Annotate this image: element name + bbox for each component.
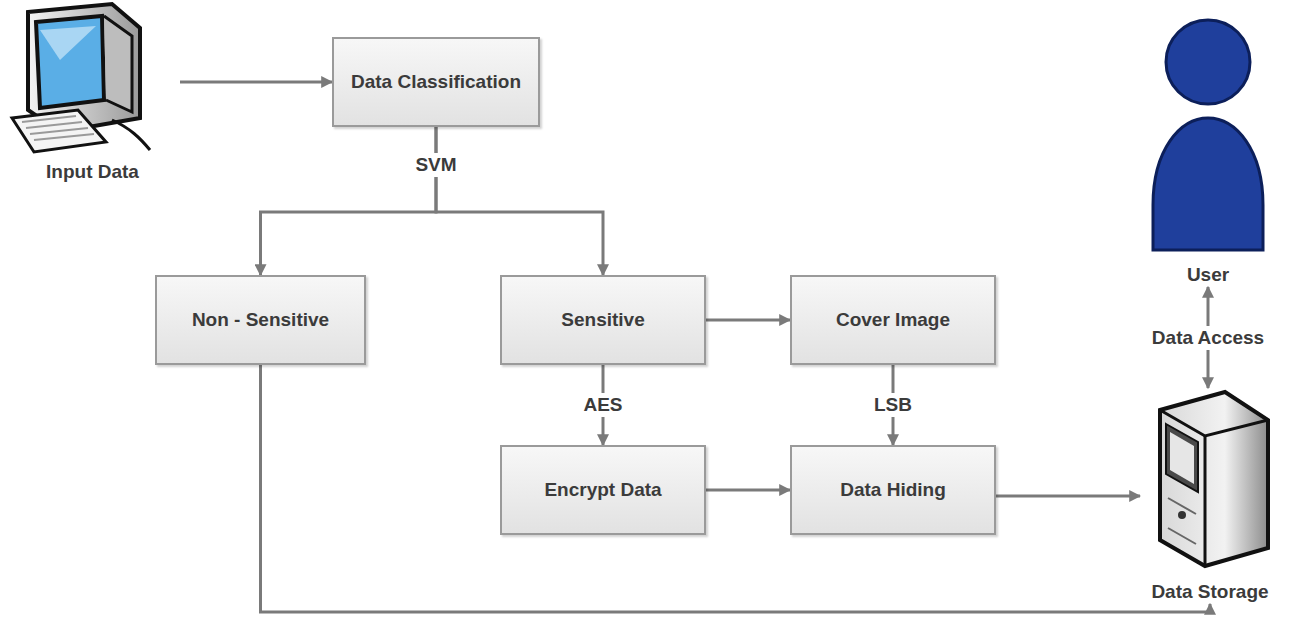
process-box: Cover Image bbox=[790, 275, 996, 365]
node-label: Encrypt Data bbox=[538, 479, 667, 502]
edge-label: SVM bbox=[411, 153, 460, 177]
node-label: Data Storage bbox=[1151, 581, 1268, 604]
node-label: User bbox=[1187, 264, 1229, 287]
user-icon bbox=[1153, 20, 1263, 250]
input-device: Input Data bbox=[5, 0, 180, 184]
process-box: Encrypt Data bbox=[500, 445, 706, 535]
connector-arrow bbox=[436, 127, 603, 275]
connector-arrow bbox=[706, 319, 790, 322]
connector-arrow bbox=[261, 365, 1211, 612]
node-label: Data Hiding bbox=[834, 479, 952, 502]
connector-arrow bbox=[261, 127, 437, 275]
node-label: Data Classification bbox=[345, 71, 527, 94]
edge-label: AES bbox=[579, 393, 626, 417]
connector-arrow bbox=[706, 489, 790, 492]
data-store: Data Storage bbox=[1140, 388, 1280, 604]
node-label: Non - Sensitive bbox=[186, 309, 335, 332]
process-box: Non - Sensitive bbox=[155, 275, 366, 365]
server-icon bbox=[1160, 392, 1268, 566]
edge-label: LSB bbox=[870, 393, 916, 417]
process-box: Data Hiding bbox=[790, 445, 996, 535]
process-box: Data Classification bbox=[332, 37, 540, 127]
node-label: Sensitive bbox=[555, 309, 650, 332]
computer-icon bbox=[12, 4, 150, 152]
connector-arrow bbox=[180, 81, 332, 84]
node-label: Cover Image bbox=[830, 309, 956, 332]
edge-label: Data Access bbox=[1148, 326, 1268, 350]
node-label: Input Data bbox=[46, 161, 139, 184]
user-actor: User bbox=[1140, 5, 1276, 287]
process-box: Sensitive bbox=[500, 275, 706, 365]
